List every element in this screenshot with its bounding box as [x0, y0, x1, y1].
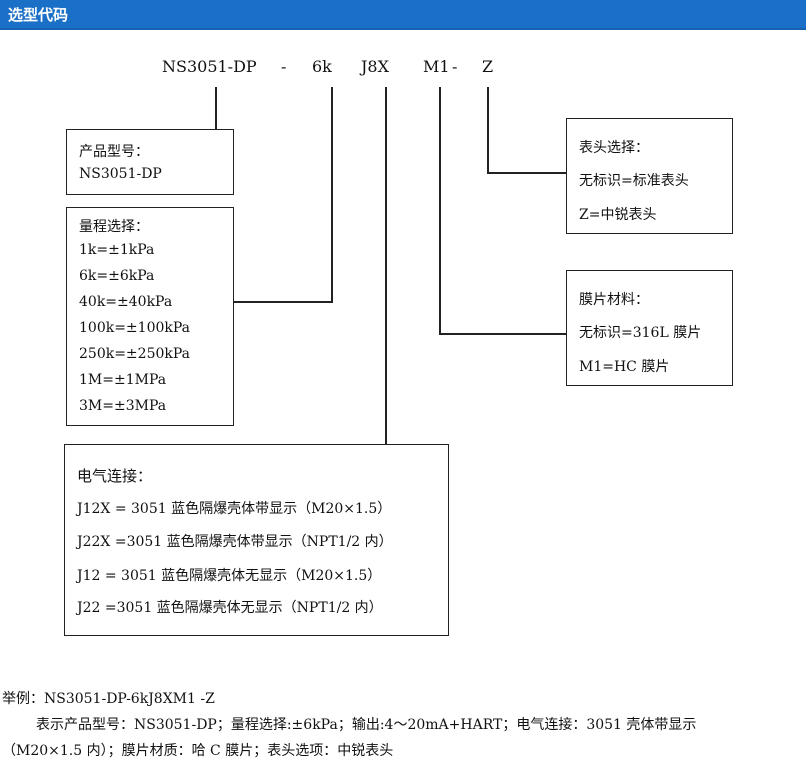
gauge-box-title: 表头选择：	[579, 140, 649, 156]
connector-membrane-h	[439, 333, 567, 335]
code-gauge: Z	[482, 57, 494, 76]
example-description: 表示产品型号：NS3051-DP；量程选择:±6kPa；输出:4～20mA+HA…	[36, 717, 697, 733]
membrane-item: M1=HC 膜片	[579, 359, 670, 375]
connector-gauge-h	[487, 172, 567, 174]
connector-range-v	[331, 87, 333, 303]
range-box-title: 量程选择：	[79, 219, 149, 235]
gauge-item: 无标识=标准表头	[579, 173, 689, 189]
electric-item: J12 = 3051 蓝色隔爆壳体无显示（M20×1.5）	[77, 568, 382, 584]
code-dash-1: -	[281, 57, 287, 76]
code-connection: J8X	[361, 57, 389, 76]
model-box-title: 产品型号：	[79, 144, 149, 160]
range-item: 6k=±6kPa	[79, 268, 155, 284]
connector-membrane-v	[439, 87, 441, 335]
example-description-cont: （M20×1.5 内）；膜片材质：哈 C 膜片；表头选项：中锐表头	[2, 743, 394, 759]
section-header: 选型代码	[0, 0, 806, 30]
range-item: 250k=±250kPa	[79, 346, 191, 362]
code-model: NS3051-DP	[162, 57, 257, 76]
connector-model	[215, 87, 217, 130]
connector-electric	[385, 87, 387, 445]
electric-item: J22X =3051 蓝色隔爆壳体带显示（NPT1/2 内）	[77, 534, 393, 550]
range-item: 3M=±3MPa	[79, 398, 167, 414]
code-membrane: M1	[423, 57, 450, 76]
membrane-box: 膜片材料： 无标识=316L 膜片 M1=HC 膜片	[566, 270, 733, 386]
electric-box: 电气连接： J12X = 3051 蓝色隔爆壳体带显示（M20×1.5） J22…	[64, 444, 449, 636]
gauge-item: Z=中锐表头	[579, 207, 657, 223]
electric-box-title: 电气连接：	[77, 467, 153, 485]
model-box: 产品型号： NS3051-DP	[66, 129, 234, 195]
membrane-box-title: 膜片材料：	[579, 292, 649, 308]
range-item: 100k=±100kPa	[79, 320, 191, 336]
code-range: 6k	[312, 57, 332, 76]
section-title: 选型代码	[8, 6, 69, 24]
range-item: 1M=±1MPa	[79, 372, 167, 388]
model-box-value: NS3051-DP	[79, 166, 162, 182]
code-dash-2: -	[452, 57, 458, 76]
electric-item: J12X = 3051 蓝色隔爆壳体带显示（M20×1.5）	[77, 501, 392, 517]
example-heading: 举例：NS3051-DP-6kJ8XM1 -Z	[2, 691, 215, 707]
gauge-box: 表头选择： 无标识=标准表头 Z=中锐表头	[566, 118, 733, 234]
range-box: 量程选择： 1k=±1kPa 6k=±6kPa 40k=±40kPa 100k=…	[66, 207, 234, 426]
range-item: 1k=±1kPa	[79, 242, 155, 258]
connector-gauge-v	[487, 87, 489, 174]
connector-range-h	[233, 301, 333, 303]
range-item: 40k=±40kPa	[79, 294, 173, 310]
electric-item: J22 =3051 蓝色隔爆壳体无显示（NPT1/2 内）	[77, 600, 383, 616]
membrane-item: 无标识=316L 膜片	[579, 325, 702, 341]
